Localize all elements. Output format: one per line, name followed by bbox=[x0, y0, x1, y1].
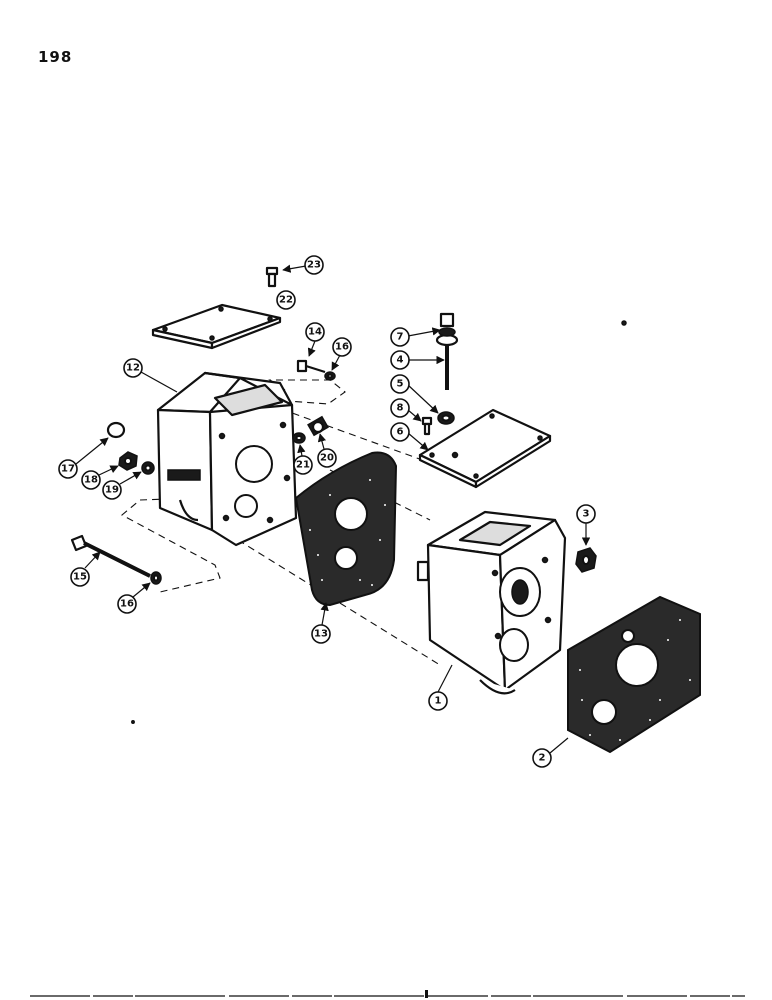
callout-16-top: 16 bbox=[331, 337, 352, 371]
callout-label: 6 bbox=[397, 427, 404, 438]
callout-label: 22 bbox=[279, 295, 293, 306]
callout-23: 23 bbox=[282, 255, 324, 275]
callout-15: 15 bbox=[70, 551, 101, 587]
part-7-cover-plate bbox=[418, 408, 552, 489]
callout-3: 3 bbox=[576, 504, 596, 546]
callout-label: 21 bbox=[296, 460, 310, 471]
callout-12: 12 bbox=[123, 358, 178, 393]
callout-label: 5 bbox=[397, 379, 404, 390]
callout-label: 14 bbox=[308, 327, 322, 338]
callout-21: 21 bbox=[293, 444, 313, 475]
part-3-fitting bbox=[575, 547, 597, 573]
print-dot bbox=[621, 320, 627, 326]
callout-18: 18 bbox=[81, 465, 119, 490]
callout-2: 2 bbox=[532, 737, 569, 768]
part-1-housing bbox=[416, 510, 567, 695]
part-4-dipstick bbox=[435, 333, 459, 390]
callout-14: 14 bbox=[305, 322, 325, 357]
callout-5: 5 bbox=[390, 374, 439, 414]
callout-label: 20 bbox=[320, 453, 334, 464]
callout-label: 7 bbox=[397, 332, 404, 343]
callout-label: 15 bbox=[73, 572, 87, 583]
callout-label: 19 bbox=[105, 485, 119, 496]
callout-6: 7 bbox=[390, 327, 441, 347]
callout-8: 8 bbox=[390, 398, 422, 422]
callout-label: 17 bbox=[61, 464, 75, 475]
part-14-bolt bbox=[296, 359, 326, 374]
callout-label: 16 bbox=[120, 599, 134, 610]
part-16-washer-bottom bbox=[150, 571, 162, 585]
part-6-cap bbox=[438, 312, 456, 337]
part-17-plug bbox=[106, 421, 126, 439]
part-15-long-bolt bbox=[70, 534, 151, 578]
callout-17: 17 bbox=[58, 437, 109, 479]
callout-13: 13 bbox=[311, 602, 331, 644]
callout-label: 16 bbox=[335, 342, 349, 353]
callout-4: 4 bbox=[390, 350, 445, 370]
callout-label: 2 bbox=[539, 753, 546, 764]
callout-label: 12 bbox=[126, 363, 140, 374]
callout-7: 6 bbox=[390, 422, 429, 451]
print-mark bbox=[425, 990, 428, 998]
part-16-washer-top bbox=[324, 371, 336, 381]
part-19-washer bbox=[141, 461, 155, 475]
part-18-plug bbox=[118, 451, 138, 471]
callout-16-bottom: 16 bbox=[117, 582, 151, 614]
callout-22: 22 bbox=[276, 290, 296, 310]
print-dot bbox=[131, 720, 135, 724]
callout-20: 20 bbox=[317, 433, 337, 468]
callout-label: 18 bbox=[84, 475, 98, 486]
page-number: 198 bbox=[38, 48, 73, 66]
part-12-housing bbox=[156, 371, 298, 547]
part-20-fitting bbox=[307, 415, 329, 437]
callout-1: 1 bbox=[428, 664, 453, 711]
part-23-bolt bbox=[265, 266, 279, 288]
part-22-cover-plate bbox=[151, 303, 282, 350]
part-13-gasket bbox=[294, 451, 398, 607]
callout-label: 3 bbox=[583, 509, 590, 520]
callout-label: 23 bbox=[307, 260, 321, 271]
part-5-seal bbox=[437, 411, 455, 425]
callout-label: 1 bbox=[435, 696, 442, 707]
part-2-gasket bbox=[567, 595, 701, 754]
callout-19: 19 bbox=[102, 471, 142, 500]
callout-label: 13 bbox=[314, 629, 328, 640]
part-8-bolt bbox=[421, 416, 433, 436]
callout-label: 4 bbox=[397, 355, 404, 366]
part-21-washer bbox=[292, 432, 306, 444]
callout-label: 8 bbox=[397, 403, 404, 414]
